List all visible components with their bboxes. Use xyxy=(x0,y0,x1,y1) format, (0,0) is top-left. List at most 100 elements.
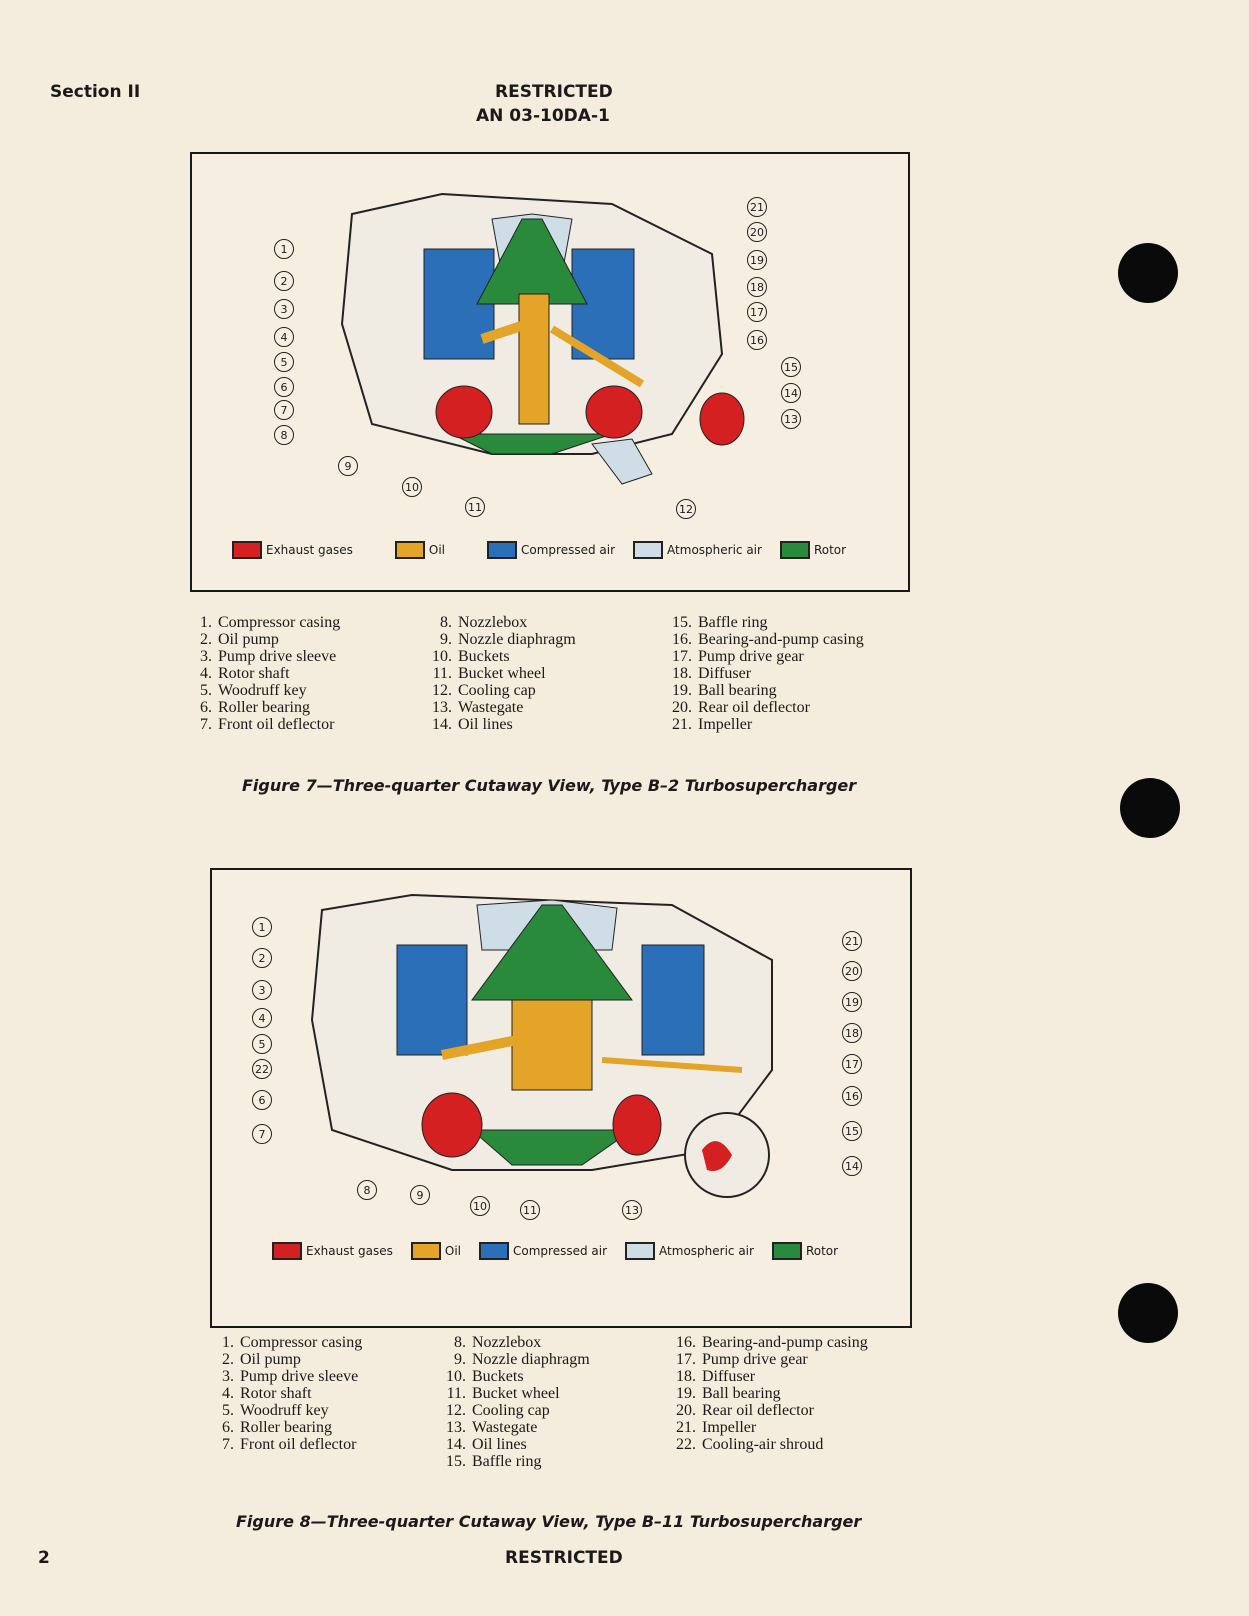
part-item: 16.Bearing-and-pump casing xyxy=(672,631,864,648)
part-item: 2.Oil pump xyxy=(222,1351,301,1368)
page-number: 2 xyxy=(38,1548,50,1568)
part-item: 7.Front oil deflector xyxy=(222,1436,357,1453)
legend-label: Oil xyxy=(428,543,446,557)
callout: 21 xyxy=(747,197,767,217)
legend-label: Atmospheric air xyxy=(659,1244,754,1258)
callout: 22 xyxy=(252,1059,272,1079)
document-number: AN 03-10DA-1 xyxy=(476,106,610,126)
legend-label: Rotor xyxy=(813,543,847,557)
callout: 5 xyxy=(274,352,294,372)
turbosupercharger-b2-cutaway-icon xyxy=(340,192,745,485)
compressed-air-swatch xyxy=(487,541,518,559)
exhaust-swatch xyxy=(232,541,262,559)
callout: 10 xyxy=(402,477,422,497)
part-item: 15.Baffle ring xyxy=(672,614,768,631)
callout: 3 xyxy=(274,299,294,319)
figure-7-caption: Figure 7—Three-quarter Cutaway View, Typ… xyxy=(242,776,857,795)
callout: 18 xyxy=(747,277,767,297)
callout: 2 xyxy=(274,271,294,291)
part-item: 12.Cooling cap xyxy=(432,682,536,699)
part-item: 17.Pump drive gear xyxy=(672,648,804,665)
part-item: 4.Rotor shaft xyxy=(222,1385,312,1402)
figure-8-parts-list: 1.Compressor casing 2.Oil pump 3.Pump dr… xyxy=(210,1334,868,1470)
callout: 21 xyxy=(842,931,862,951)
callout: 1 xyxy=(252,917,272,937)
legend-label: Compressed air xyxy=(521,543,616,557)
legend-label: Exhaust gases xyxy=(306,1244,393,1258)
callout: 6 xyxy=(252,1090,272,1110)
callout: 9 xyxy=(338,456,358,476)
part-item: 21.Impeller xyxy=(676,1419,757,1436)
callout: 15 xyxy=(842,1121,862,1141)
part-item: 11.Bucket wheel xyxy=(432,665,546,682)
part-item: 13.Wastegate xyxy=(432,699,524,716)
part-item: 14.Oil lines xyxy=(432,716,513,733)
part-item: 18.Diffuser xyxy=(676,1368,756,1385)
section-label: Section II xyxy=(50,82,141,102)
callout: 5 xyxy=(252,1034,272,1054)
compressed-air-swatch xyxy=(479,1242,510,1260)
classification-header: RESTRICTED xyxy=(495,82,613,102)
punch-hole xyxy=(1118,1283,1178,1343)
callout: 19 xyxy=(747,250,767,270)
callout: 16 xyxy=(842,1086,862,1106)
callout: 4 xyxy=(274,327,294,347)
part-item: 3.Pump drive sleeve xyxy=(222,1368,359,1385)
part-item: 15.Baffle ring xyxy=(446,1453,542,1470)
part-item: 6.Roller bearing xyxy=(222,1419,332,1436)
figure-8-caption: Figure 8—Three-quarter Cutaway View, Typ… xyxy=(236,1512,862,1531)
callout: 3 xyxy=(252,980,272,1000)
part-item: 10.Buckets xyxy=(446,1368,524,1385)
atmospheric-air-swatch xyxy=(633,541,664,559)
callout: 20 xyxy=(842,961,862,981)
callout: 7 xyxy=(274,400,294,420)
callout: 13 xyxy=(622,1200,642,1220)
callout: 16 xyxy=(747,330,767,350)
rotor-swatch xyxy=(779,541,810,559)
callout: 8 xyxy=(274,425,294,445)
callout: 6 xyxy=(274,377,294,397)
callout: 20 xyxy=(747,222,767,242)
callout: 14 xyxy=(842,1156,862,1176)
callout: 4 xyxy=(252,1008,272,1028)
part-item: 8.Nozzlebox xyxy=(454,1334,542,1351)
punch-hole xyxy=(1118,243,1178,303)
callout: 1 xyxy=(274,239,294,259)
part-item: 5.Woodruff key xyxy=(200,682,307,699)
part-item: 1.Compressor casing xyxy=(200,614,341,631)
part-item: 16.Bearing-and-pump casing xyxy=(676,1334,868,1351)
part-item: 5.Woodruff key xyxy=(222,1402,329,1419)
part-item: 14.Oil lines xyxy=(446,1436,527,1453)
legend-label: Exhaust gases xyxy=(266,543,353,557)
legend-label: Rotor xyxy=(805,1244,839,1258)
part-item: 12.Cooling cap xyxy=(446,1402,550,1419)
legend-label: Atmospheric air xyxy=(667,543,762,557)
callout: 2 xyxy=(252,948,272,968)
part-item: 18.Diffuser xyxy=(672,665,752,682)
callout: 8 xyxy=(357,1180,377,1200)
callout: 12 xyxy=(676,499,696,519)
part-item: 19.Ball bearing xyxy=(672,682,777,699)
callout: 7 xyxy=(252,1124,272,1144)
part-item: 11.Bucket wheel xyxy=(446,1385,560,1402)
part-item: 7.Front oil deflector xyxy=(200,716,335,733)
callout: 14 xyxy=(781,383,801,403)
callout: 13 xyxy=(781,409,801,429)
part-item: 13.Wastegate xyxy=(446,1419,538,1436)
figure-7-legend: Exhaust gases Oil Compressed air Atmosph… xyxy=(232,541,864,559)
part-item: 2.Oil pump xyxy=(200,631,279,648)
exhaust-swatch xyxy=(272,1242,302,1260)
rotor-swatch xyxy=(771,1242,802,1260)
callout: 9 xyxy=(410,1185,430,1205)
part-item: 4.Rotor shaft xyxy=(200,665,290,682)
part-item: 9.Nozzle diaphragm xyxy=(440,631,576,648)
part-item: 20.Rear oil deflector xyxy=(676,1402,814,1419)
callout: 19 xyxy=(842,992,862,1012)
figure-8-legend: Exhaust gases Oil Compressed air Atmosph… xyxy=(272,1242,856,1260)
part-item: 6.Roller bearing xyxy=(200,699,310,716)
part-item: 17.Pump drive gear xyxy=(676,1351,808,1368)
atmospheric-air-swatch xyxy=(625,1242,656,1260)
part-item: 3.Pump drive sleeve xyxy=(200,648,337,665)
part-item: 20.Rear oil deflector xyxy=(672,699,810,716)
oil-swatch xyxy=(410,1242,441,1260)
